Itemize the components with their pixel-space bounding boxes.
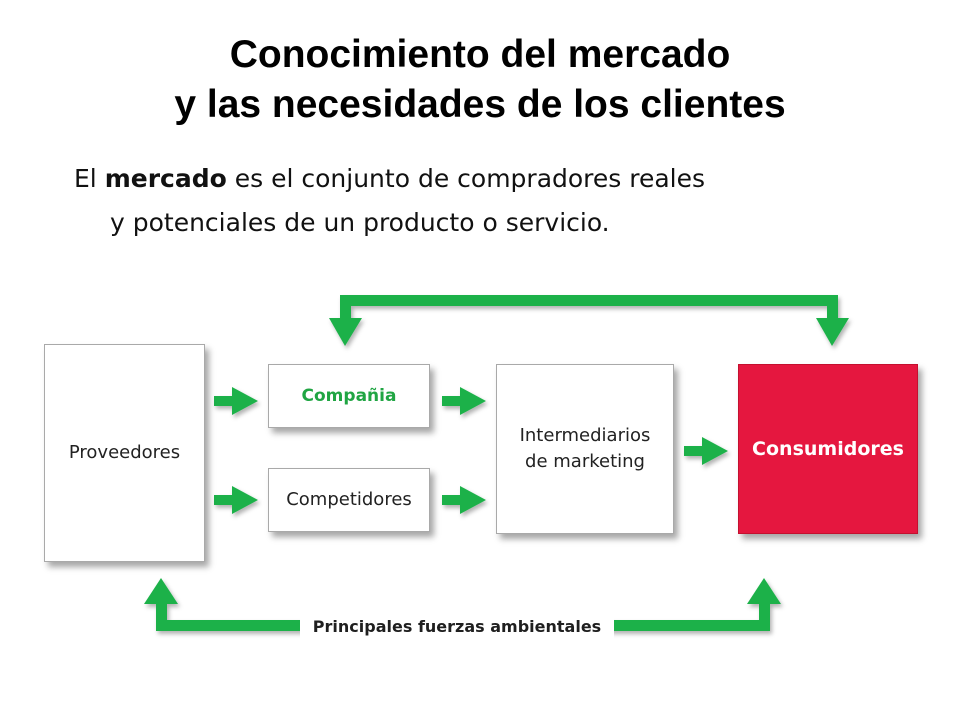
arrow-proveedores-competidores	[214, 486, 258, 514]
intermediarios-label-1: Intermediarios	[519, 425, 651, 446]
top-loop-right-arrowhead	[816, 318, 849, 346]
consumidores-box: Consumidores	[738, 364, 918, 534]
definition-keyword: mercado	[104, 164, 227, 193]
arrow-proveedores-compania	[214, 387, 258, 415]
definition-line-1: El mercado es el conjunto de compradores…	[74, 157, 914, 201]
consumidores-label: Consumidores	[752, 438, 904, 460]
arrow-intermediarios-consumidores	[684, 437, 728, 465]
top-loop-bar	[340, 295, 838, 306]
top-loop-left-stem	[340, 295, 351, 325]
arrow-compania-intermediarios	[442, 387, 486, 415]
bottom-loop-left-stem	[156, 596, 167, 631]
top-loop-left-arrowhead	[329, 318, 362, 346]
arrow-competidores-intermediarios	[442, 486, 486, 514]
definition-line-2: y potenciales de un producto o servicio.	[110, 208, 610, 237]
environmental-forces-label: Principales fuerzas ambientales	[300, 613, 614, 641]
bottom-loop-right-arrowhead	[747, 578, 781, 604]
compania-box: Compañia	[268, 364, 430, 428]
definition-rest: es el conjunto de compradores reales	[226, 164, 706, 193]
slide-title: Conocimiento del mercado y las necesidad…	[0, 30, 960, 130]
competidores-box: Competidores	[268, 468, 430, 532]
title-line-1: Conocimiento del mercado	[229, 33, 731, 76]
intermediarios-label-2: de marketing	[525, 451, 645, 472]
intermediarios-box: Intermediarios de marketing	[496, 364, 674, 534]
compania-label: Compañia	[301, 386, 397, 406]
title-line-2: y las necesidades de los clientes	[174, 83, 786, 126]
bottom-loop-left-arrowhead	[144, 578, 178, 604]
competidores-label: Competidores	[286, 489, 412, 510]
proveedores-label: Proveedores	[68, 442, 181, 463]
definition-text: El mercado es el conjunto de compradores…	[74, 157, 914, 245]
proveedores-box: Proveedores	[44, 344, 205, 562]
definition-prefix: El	[74, 164, 105, 193]
bottom-loop-right-stem	[759, 596, 770, 631]
top-loop-right-stem	[827, 295, 838, 325]
